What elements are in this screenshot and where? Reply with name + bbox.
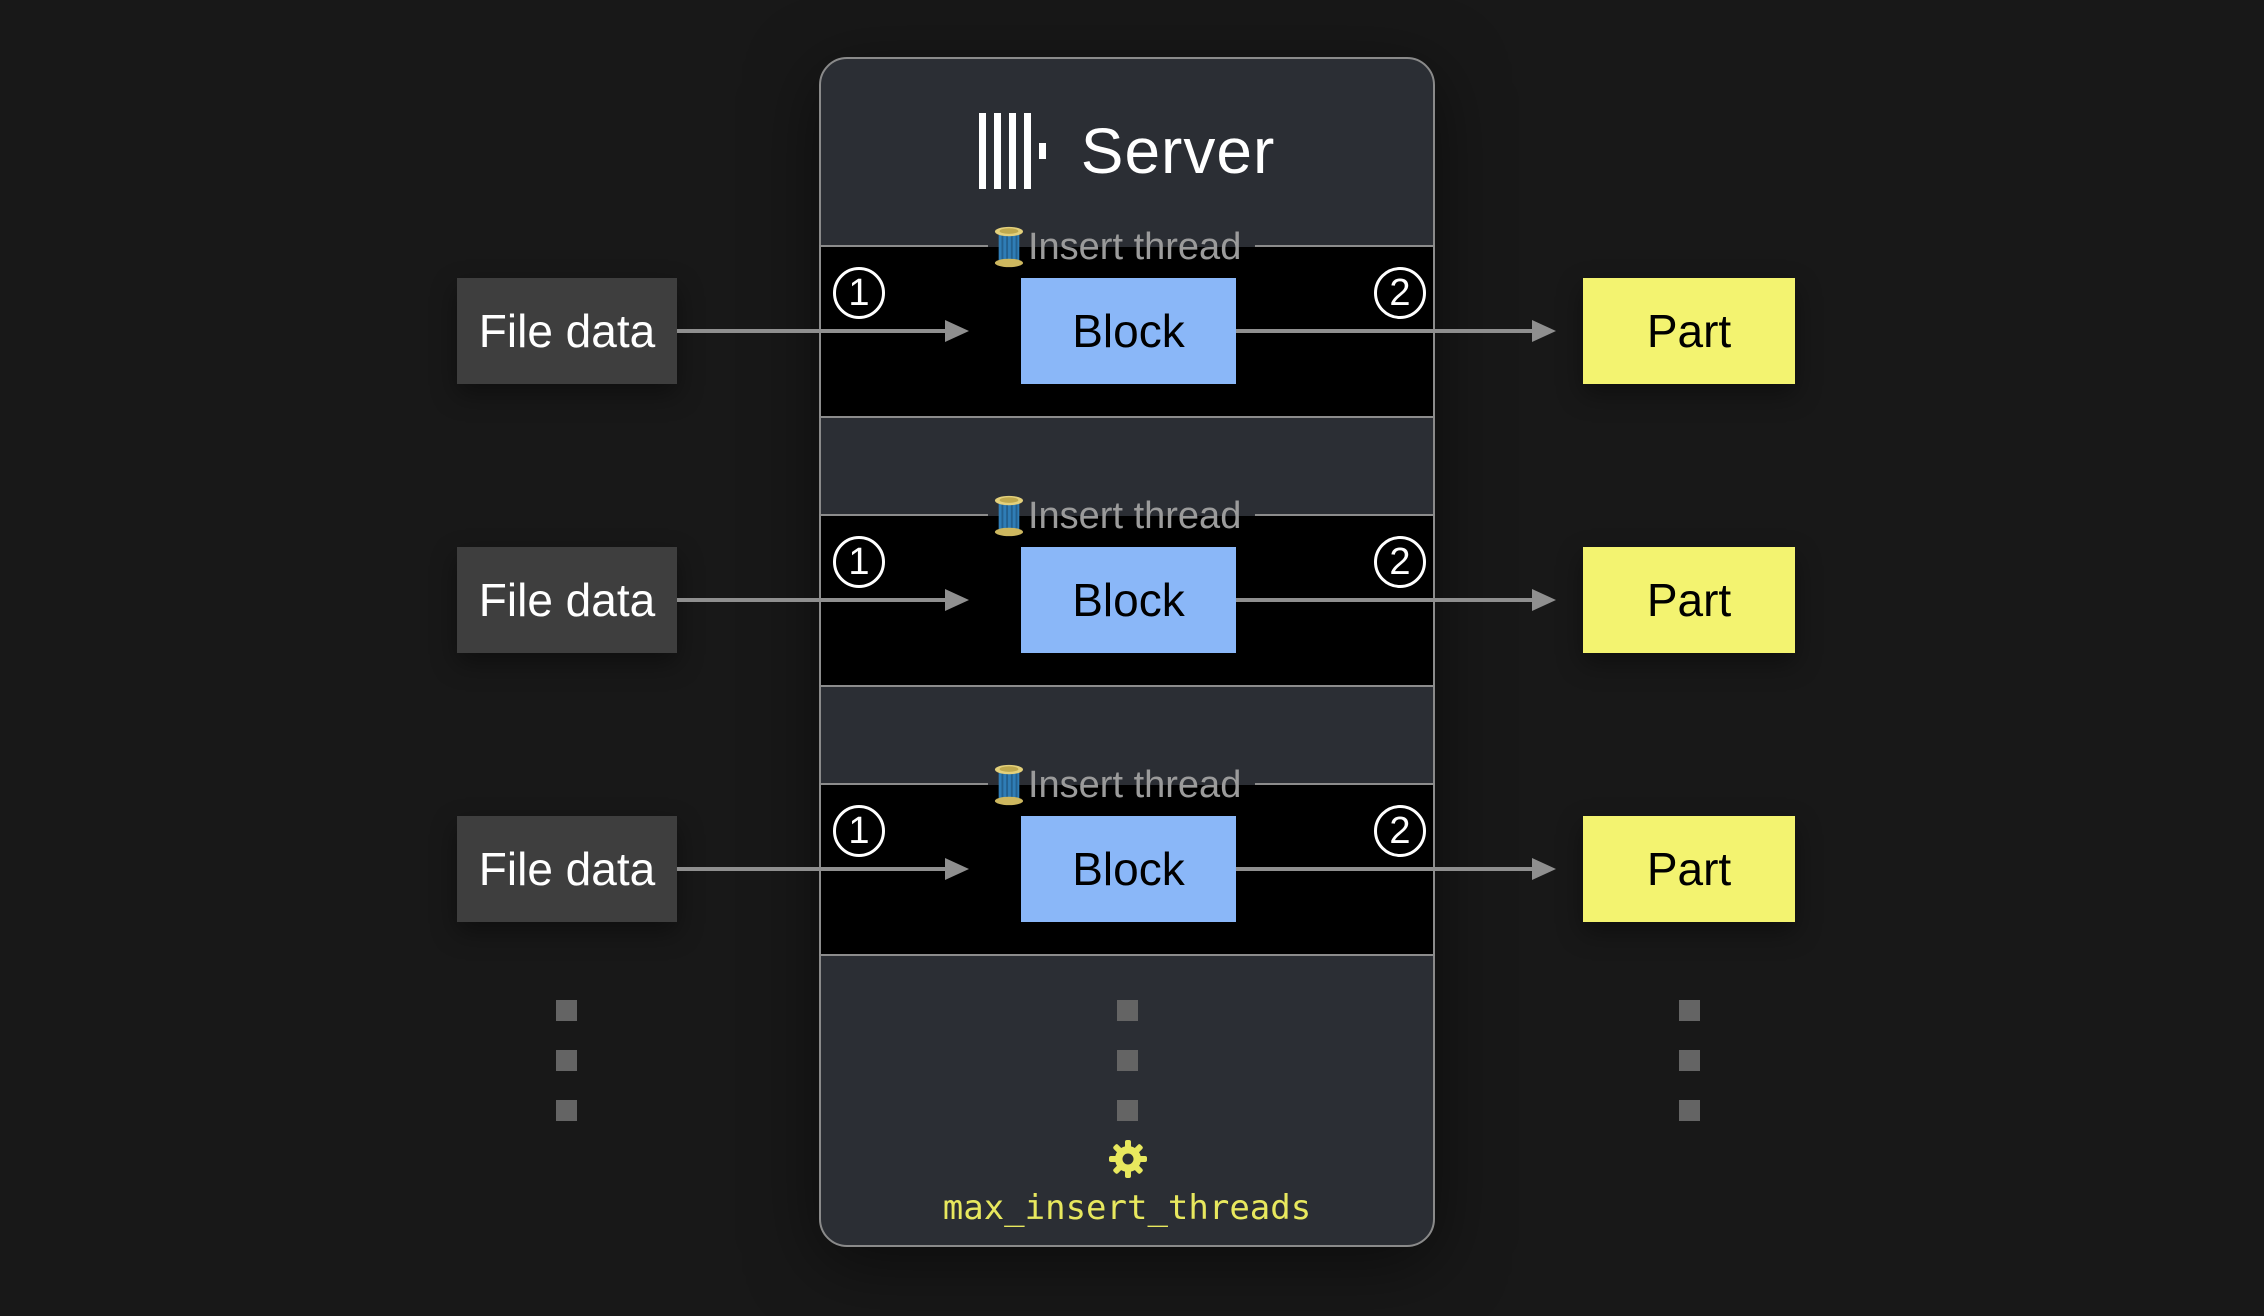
block-box: Block — [1021, 547, 1236, 653]
arrowhead-block-to-part — [1532, 858, 1556, 880]
arrowhead-file-to-block — [945, 320, 969, 342]
arrowhead-file-to-block — [945, 858, 969, 880]
server-title: Server — [1080, 115, 1276, 187]
max-insert-threads-label: max_insert_threads — [942, 1188, 1312, 1228]
thread-spool-icon — [994, 495, 1024, 537]
ellipsis-dot — [1679, 1100, 1700, 1121]
server-header: Server — [819, 57, 1435, 245]
arrow-file-to-block — [677, 329, 945, 333]
insert-thread-label: Insert thread — [1027, 225, 1242, 268]
step-1-badge: 1 — [833, 267, 885, 319]
clickhouse-logo-icon — [978, 113, 1046, 189]
ellipsis-dot — [1117, 1000, 1138, 1021]
arrow-block-to-part — [1236, 329, 1532, 333]
step-2-badge: 2 — [1374, 536, 1426, 588]
arrow-block-to-part — [1236, 598, 1532, 602]
ellipsis-column-sources — [556, 1000, 577, 1121]
ellipsis-dot — [556, 1100, 577, 1121]
arrowhead-block-to-part — [1532, 589, 1556, 611]
step-2-badge: 2 — [1374, 267, 1426, 319]
gear-icon — [1109, 1140, 1147, 1178]
ellipsis-dot — [556, 1000, 577, 1021]
block-box: Block — [1021, 278, 1236, 384]
thread-spool-icon — [994, 764, 1024, 806]
insert-thread-label: Insert thread — [1027, 494, 1242, 537]
ellipsis-column-threads — [1117, 1000, 1138, 1121]
step-1-badge: 1 — [833, 536, 885, 588]
file-data-box: File data — [457, 816, 677, 922]
file-data-box: File data — [457, 278, 677, 384]
insert-thread-legend: Insert thread — [987, 493, 1256, 539]
arrowhead-file-to-block — [945, 589, 969, 611]
arrow-file-to-block — [677, 867, 945, 871]
ellipsis-dot — [1679, 1000, 1700, 1021]
ellipsis-dot — [1679, 1050, 1700, 1071]
part-box: Part — [1583, 816, 1795, 922]
file-data-box: File data — [457, 547, 677, 653]
part-box: Part — [1583, 547, 1795, 653]
ellipsis-dot — [556, 1050, 577, 1071]
ellipsis-dot — [1117, 1100, 1138, 1121]
ellipsis-column-parts — [1679, 1000, 1700, 1121]
arrowhead-block-to-part — [1532, 320, 1556, 342]
insert-thread-legend: Insert thread — [987, 224, 1256, 270]
arrow-file-to-block — [677, 598, 945, 602]
insert-thread-label: Insert thread — [1027, 763, 1242, 806]
step-2-badge: 2 — [1374, 805, 1426, 857]
thread-spool-icon — [994, 226, 1024, 268]
ellipsis-dot — [1117, 1050, 1138, 1071]
insert-thread-legend: Insert thread — [987, 762, 1256, 808]
arrow-block-to-part — [1236, 867, 1532, 871]
insert-thread-row: Insert thread 1 Block 2 — [819, 224, 1435, 418]
block-box: Block — [1021, 816, 1236, 922]
part-box: Part — [1583, 278, 1795, 384]
step-1-badge: 1 — [833, 805, 885, 857]
